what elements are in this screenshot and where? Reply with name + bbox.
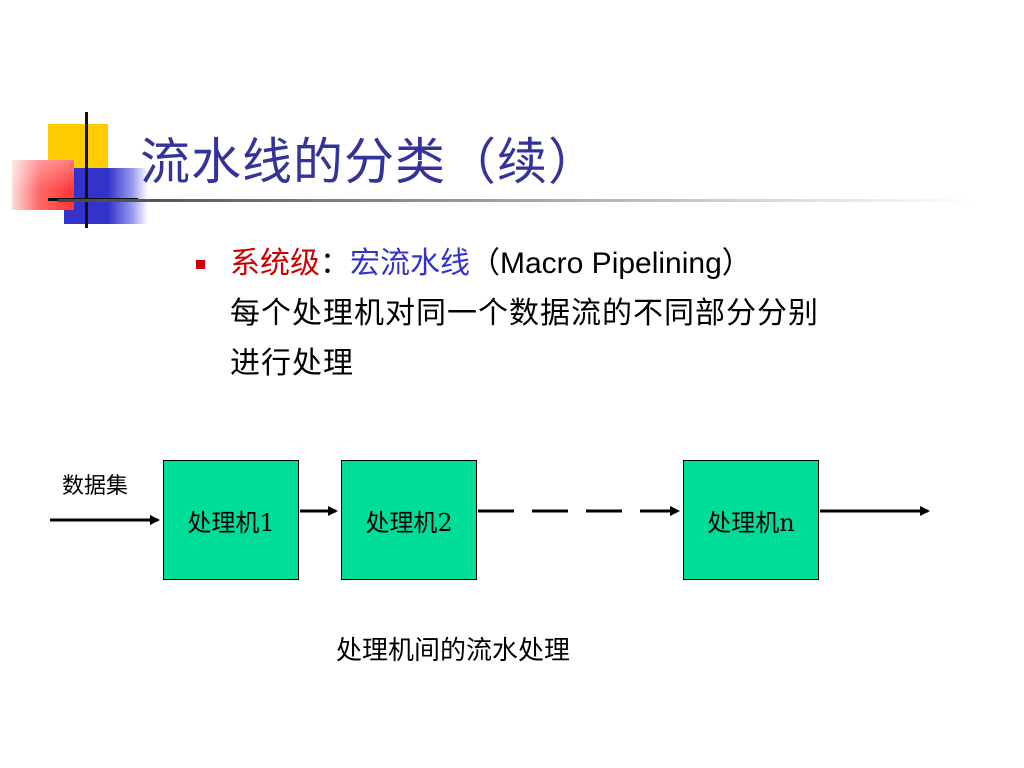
processor-box-1: 处理机1 [163,460,299,580]
bullet-line-1: 系统级：宏流水线（Macro Pipelining） [230,238,752,282]
decor-blue-fade [108,168,148,224]
processor-box-2: 处理机2 [341,460,477,580]
bullet-name: 宏流水线 [350,246,470,281]
bullet-colon: ： [320,246,350,281]
slide-title: 流水线的分类（续） [140,133,599,191]
dataset-label: 数据集 [62,474,129,499]
diagram-caption: 处理机间的流水处理 [336,636,571,666]
bullet-desc-line-1: 每个处理机对同一个数据流的不同部分分别 [230,296,819,331]
decor-vertical-line [85,112,88,228]
processor-box-n: 处理机n [683,460,819,580]
title-underline [58,199,978,202]
bullet-english: （Macro Pipelining） [470,247,752,280]
bullet-marker [196,260,205,269]
bullet-desc-line-2: 进行处理 [230,346,354,381]
bullet-term: 系统级 [230,246,320,281]
